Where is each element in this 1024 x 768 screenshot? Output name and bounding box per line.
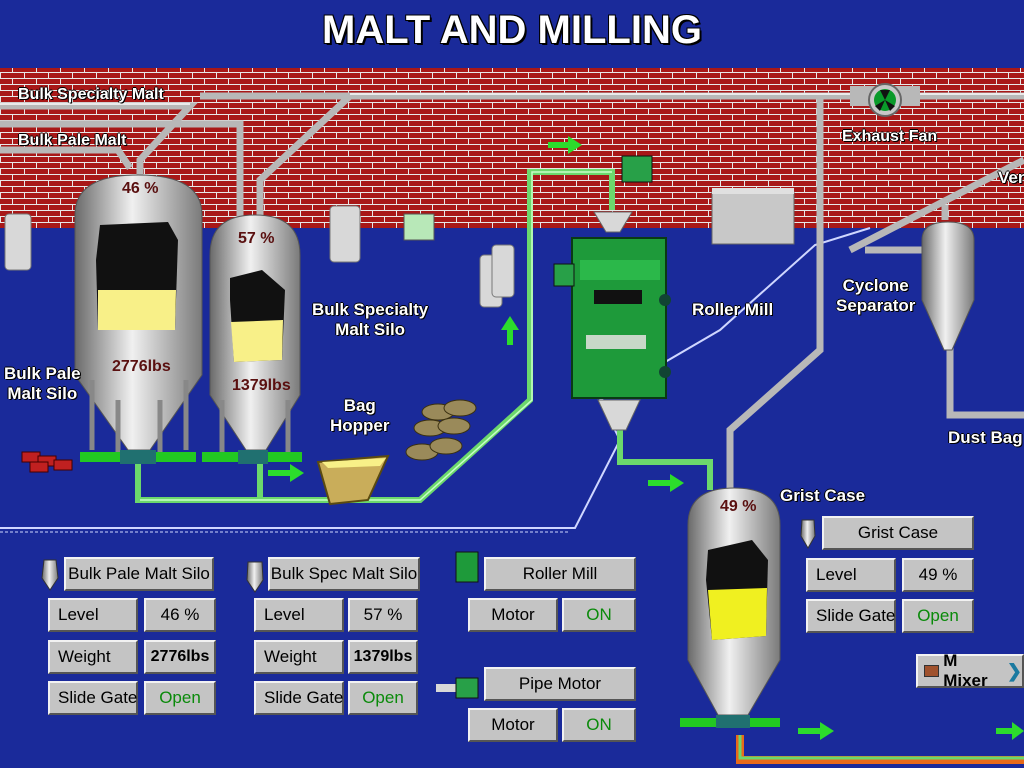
bag-hopper-label-line2: Hopper xyxy=(330,415,390,435)
spec-silo-weight-readout: 1379lbs xyxy=(232,377,291,394)
grist-level-label: Level xyxy=(806,558,896,592)
pale-slide-gate-label: Slide Gate xyxy=(48,681,138,715)
cyclone-separator-label-line1: Cyclone xyxy=(842,276,909,295)
roller-motor-status[interactable]: ON xyxy=(562,598,636,632)
cyclone-separator-label-line2: Separator xyxy=(836,295,916,315)
page-title: MALT AND MILLING xyxy=(322,8,702,52)
pale-weight-value: 2776lbs xyxy=(144,640,216,674)
pale-silo-level-readout: 46 % xyxy=(122,180,159,197)
bulk-pale-malt-silo-label-line2: Malt Silo xyxy=(7,383,78,403)
spec-slide-gate-label: Slide Gate xyxy=(254,681,344,715)
spec-silo-panel-header[interactable]: Bulk Spec Malt Silo xyxy=(268,557,420,591)
bulk-pale-malt-silo-label: Bulk Pale Malt Silo xyxy=(4,364,81,403)
bag-hopper-label-line1: Bag xyxy=(343,396,376,415)
spec-silo-level-readout: 57 % xyxy=(238,230,275,247)
vent-label: Ven xyxy=(998,168,1024,187)
red-bags xyxy=(21,451,73,473)
bulk-specialty-malt-label: Bulk Specialty Malt xyxy=(18,86,164,103)
pale-level-value: 46 % xyxy=(144,598,216,632)
flow-arrows xyxy=(268,136,1024,740)
grist-case-shape xyxy=(680,487,781,728)
cyclone-separator-shape xyxy=(921,221,975,351)
pipe-motor-panel-header[interactable]: Pipe Motor xyxy=(484,667,636,701)
spec-silo-shape xyxy=(202,214,302,464)
grist-slide-gate-label: Slide Gate xyxy=(806,599,896,633)
mixer-icon xyxy=(924,665,940,677)
pale-silo-weight-readout: 2776lbs xyxy=(112,358,171,375)
grist-slide-gate-status[interactable]: Open xyxy=(902,599,974,633)
dust-bag-label: Dust Bag xyxy=(948,428,1023,447)
roller-motor-label: Motor xyxy=(468,598,558,632)
mixer-nav-button[interactable]: M Mixer ❯ xyxy=(916,651,1024,690)
malt-bags xyxy=(405,399,477,461)
pipe-motor-status[interactable]: ON xyxy=(562,708,636,742)
spec-weight-value: 1379lbs xyxy=(348,640,418,674)
bulk-pale-malt-silo-label-line1: Bulk Pale xyxy=(4,364,81,383)
grist-case-level-readout: 49 % xyxy=(720,498,757,515)
bulk-specialty-malt-silo-label-line1: Bulk Specialty xyxy=(312,300,429,319)
grist-case-panel-header[interactable]: Grist Case xyxy=(822,516,974,550)
grist-level-value: 49 % xyxy=(902,558,974,592)
pale-weight-label: Weight xyxy=(48,640,138,674)
grist-case-label: Grist Case xyxy=(780,486,866,505)
pale-silo-shape xyxy=(74,174,203,464)
roller-mill-shape xyxy=(553,211,671,431)
bulk-specialty-malt-silo-label-line2: Malt Silo xyxy=(335,319,406,339)
cyclone-separator-label: Cyclone Separator xyxy=(836,276,915,315)
pipe-motor-label: Motor xyxy=(468,708,558,742)
bottom-conveyor xyxy=(736,735,1024,764)
bag-hopper-label: Bag Hopper xyxy=(330,396,390,435)
exhaust-fan-label: Exhaust Fan xyxy=(842,128,938,145)
bulk-pale-malt-label: Bulk Pale Malt xyxy=(18,132,127,149)
spec-slide-gate-status[interactable]: Open xyxy=(348,681,418,715)
pale-slide-gate-status[interactable]: Open xyxy=(144,681,216,715)
pale-silo-panel-header[interactable]: Bulk Pale Malt Silo xyxy=(64,557,214,591)
panel-icons xyxy=(41,519,816,699)
gray-cabinets xyxy=(403,155,795,245)
pale-level-label: Level xyxy=(48,598,138,632)
exhaust-fan-shape xyxy=(850,83,920,117)
chevron-right-icon: ❯ xyxy=(1006,660,1022,681)
spec-level-label: Level xyxy=(254,598,344,632)
roller-mill-label: Roller Mill xyxy=(692,300,774,319)
drums xyxy=(4,205,515,308)
brick-wall-right xyxy=(800,120,1024,228)
spec-weight-label: Weight xyxy=(254,640,344,674)
roller-mill-panel-header[interactable]: Roller Mill xyxy=(484,557,636,591)
mixer-nav-label: M Mixer xyxy=(943,651,988,690)
spec-level-value: 57 % xyxy=(348,598,418,632)
bulk-specialty-malt-silo-label: Bulk Specialty Malt Silo xyxy=(312,300,428,339)
bag-hopper-shape xyxy=(316,454,390,506)
